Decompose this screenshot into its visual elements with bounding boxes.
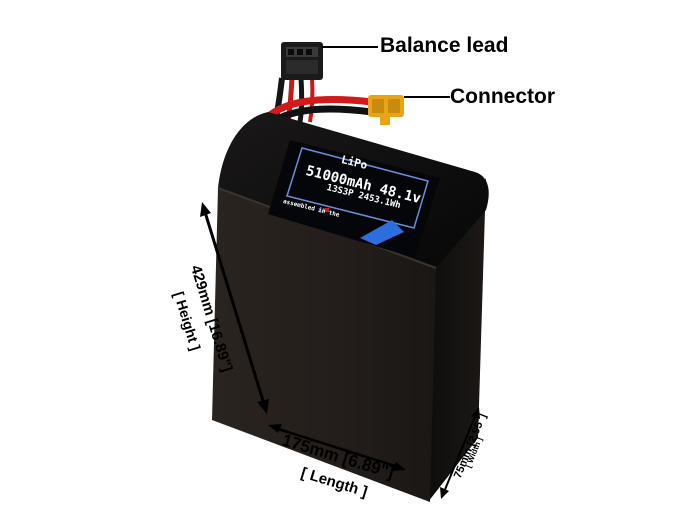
us-flag-icon xyxy=(323,208,329,212)
length-dimension-arrow xyxy=(268,424,406,471)
battery-label-panel xyxy=(268,140,440,258)
battery-front-face xyxy=(212,188,436,502)
balance-lead-plug xyxy=(281,42,323,80)
balance-lead-callout: Balance lead xyxy=(380,34,509,57)
height-dimension-arrow xyxy=(200,202,269,414)
xt-connector xyxy=(368,95,404,125)
connector-callout: Connector xyxy=(450,85,555,108)
maxamps-logo xyxy=(360,220,404,245)
width-dimension-arrow xyxy=(440,407,480,499)
